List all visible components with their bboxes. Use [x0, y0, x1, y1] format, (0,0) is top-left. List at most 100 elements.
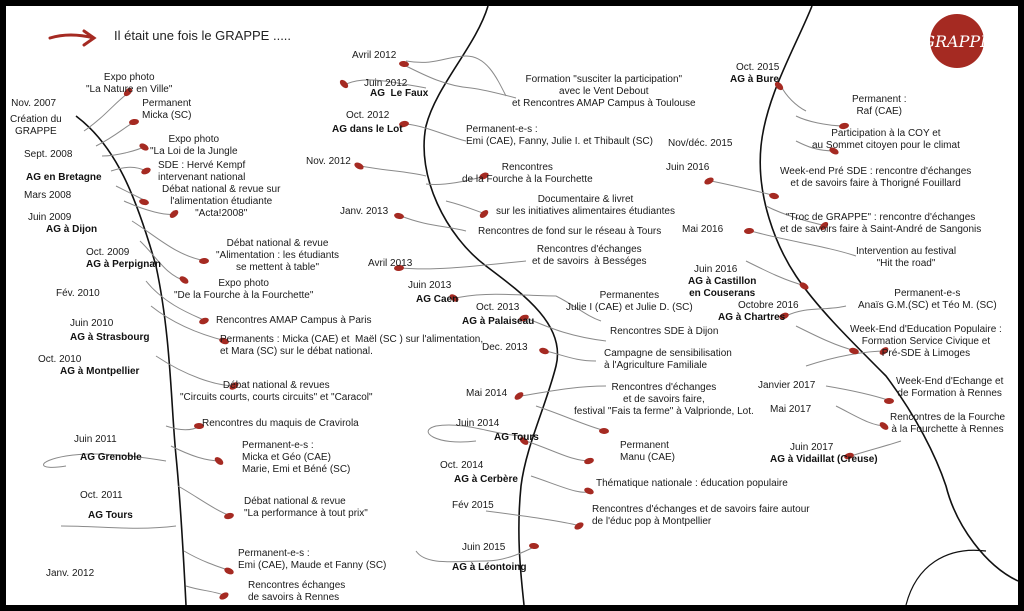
date-oct-2015: Oct. 2015: [736, 62, 780, 73]
leaf-icon: [141, 167, 151, 175]
leaf-icon: [194, 422, 204, 430]
date-juin-2016: Juin 2016: [694, 264, 738, 275]
leaf-icon: [584, 487, 594, 495]
limoges-educ-pop: Week-End d'Education Populaire : Formati…: [850, 324, 1002, 359]
thematique-educ-pop: Thématique nationale : éducation populai…: [596, 478, 788, 489]
date-oct-2013: Oct. 2013: [476, 302, 520, 313]
leaf-icon: [399, 120, 409, 128]
ag-tours-2011: AG Tours: [88, 510, 133, 521]
ag-grenoble: AG Grenoble: [80, 452, 142, 463]
perm-julie: Permanentes Julie I (CAE) et Julie D. (S…: [566, 290, 693, 313]
leaf-icon: [139, 143, 149, 151]
leaf-icon: [169, 210, 179, 218]
leaf-icon: [584, 457, 594, 465]
leaf-icon: [479, 172, 489, 180]
trunk-3: [759, 6, 1018, 582]
leaf-icon: [339, 79, 349, 89]
leaf-icon: [574, 522, 584, 530]
date-janv-2016: Juin 2016: [666, 162, 710, 173]
date-oct-2012: Oct. 2012: [346, 110, 390, 121]
date-juin-2009: Juin 2009: [28, 212, 72, 223]
ag-leontoing: AG à Léontoing: [452, 562, 527, 573]
leaf-icon: [744, 227, 754, 235]
date-oct-2010: Oct. 2010: [38, 354, 82, 365]
page-title: Il était une fois le GRAPPE .....: [114, 28, 292, 43]
debat-acta: Débat national & revue sur l'alimentatio…: [162, 184, 281, 219]
date-mai-2017: Mai 2017: [770, 404, 812, 415]
expo-loi-jungle: Expo photo "La Loi de la Jungle: [150, 134, 238, 157]
date-oct-2014: Oct. 2014: [440, 460, 484, 471]
creation-label: Création du GRAPPE: [10, 114, 62, 137]
date-juin-2012: Juin 2012: [364, 78, 408, 89]
leaf-icon: [539, 347, 549, 355]
date-janv-2017: Janvier 2017: [758, 380, 816, 391]
perm-micka-geo: Permanent-e-s : Micka et Géo (CAE) Marie…: [242, 440, 351, 475]
rennes-echanges: Rencontres échanges de savoirs à Rennes: [248, 580, 346, 603]
rennes-fourche: Rencontres de la Fourche à la Fourchette…: [890, 412, 1006, 435]
leaf-icon: [529, 542, 539, 550]
leaf-icon: [769, 192, 779, 200]
date-dec-2013: Dec. 2013: [482, 342, 528, 353]
ag-dijon: AG à Dijon: [46, 224, 98, 235]
permanents-micka-mael: Permanents : Micka (CAE) et Maël (SC ) s…: [220, 334, 484, 357]
ag-bretagne: AG en Bretagne: [26, 172, 102, 183]
festival-hit-the-road: Intervention au festival "Hit the road": [856, 246, 957, 269]
leaf-icon: [799, 282, 809, 290]
trunk-1: [75, 115, 187, 605]
campagne-agriculture: Campagne de sensibilisation à l'Agricult…: [604, 348, 732, 371]
ag-perpignan: AG à Perpignan: [86, 259, 162, 270]
coy-sommet: Participation à la COY et au Sommet cito…: [812, 128, 960, 151]
timeline-canvas: Il était une fois le GRAPPE ..... GRAPPE…: [6, 6, 1018, 605]
river-bottom: [905, 549, 987, 605]
ag-lot: AG dans le Lot: [332, 124, 403, 135]
date-juin-2010: Juin 2010: [70, 318, 114, 329]
ag-chartres: AG à Chartres: [718, 312, 786, 323]
leaf-icon: [139, 198, 149, 206]
leaf-icon: [819, 221, 829, 231]
leaf-icon: [879, 347, 889, 355]
amap-paris: Rencontres AMAP Campus à Paris: [216, 315, 372, 326]
ag-tours-2014: AG Tours: [494, 432, 539, 443]
date-juin-2015: Juin 2015: [462, 542, 506, 553]
tree-lines: [43, 6, 1018, 605]
grappe-logo: GRAPPE: [922, 14, 992, 68]
leaf-icon: [229, 382, 239, 390]
leaf-icon: [123, 87, 133, 97]
date-avril-2012: Avril 2012: [352, 50, 397, 61]
ag-cerbere: AG à Cerbère: [454, 474, 518, 485]
educ-pop-montpellier: Rencontres d'échanges et de savoirs fair…: [592, 504, 810, 527]
date-oct-2009: Oct. 2009: [86, 247, 130, 258]
date-sept-2008: Sept. 2008: [24, 149, 73, 160]
perm-raf: Permanent : Raf (CAE): [852, 94, 907, 117]
perm-emi-fanny: Permanent-e-s : Emi (CAE), Fanny, Julie …: [466, 124, 653, 147]
date-mars-2008: Mars 2008: [24, 190, 72, 201]
leaf-icon: [199, 317, 209, 325]
leaf-icon: [829, 147, 839, 155]
date-juin-2017: Juin 2017: [790, 442, 834, 453]
documentaire-livret: Documentaire & livret sur les initiative…: [496, 194, 675, 217]
ag-castillon: AG à Castillon en Couserans: [688, 276, 757, 299]
leaf-icon: [399, 60, 409, 68]
expo-fourche: Expo photo "De la Fourche à la Fourchett…: [174, 278, 314, 301]
thorigne-fouillard: Week-end Pré SDE : rencontre d'échanges …: [780, 166, 972, 189]
leaf-icon: [224, 567, 234, 575]
leaf-icon: [394, 264, 404, 272]
date-juin-2011: Juin 2011: [74, 434, 117, 445]
date-fev-2010: Fév. 2010: [56, 288, 100, 299]
date-janv-2012: Janv. 2012: [46, 568, 95, 579]
perm-manu: Permanent Manu (CAE): [620, 440, 676, 463]
troc-grappe: "Troc de GRAPPE" : rencontre d'échanges …: [780, 212, 982, 235]
date-nov-2007: Nov. 2007: [11, 98, 56, 109]
leaf-icon: [849, 347, 859, 355]
date-mai-2016: Mai 2016: [682, 224, 724, 235]
date-nov-2012: Nov. 2012: [306, 156, 351, 167]
sde-kempf: SDE : Hervé Kempf intervenant national: [158, 160, 246, 183]
valprionde: Rencontres d'échanges et de savoirs fair…: [574, 382, 754, 417]
perm-emi-maude: Permanent-e-s : Emi (CAE), Maude et Fann…: [238, 548, 387, 571]
ag-bure: AG à Bure: [730, 74, 779, 85]
trunk-2: [423, 6, 559, 605]
formation-participation: Formation "susciter la participation" av…: [512, 74, 696, 109]
leaf-icon: [214, 457, 224, 465]
leaf-icon: [199, 257, 209, 265]
perm-anais-teo: Permanent-e-s Anaïs G.M.(SC) et Téo M. (…: [858, 288, 997, 311]
